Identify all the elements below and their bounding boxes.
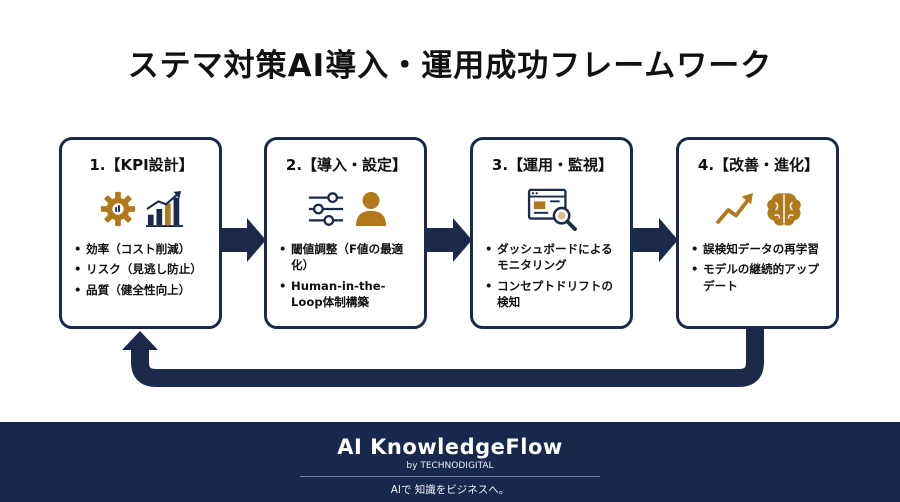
step-card-monitoring: 3.【運用・監視】 ダッシュボードによるモニタリング コンセプトドリフトの検知 <box>470 137 633 329</box>
step-title: 4.【改善・進化】 <box>697 156 820 174</box>
step-icons <box>485 183 620 235</box>
step-icons <box>691 183 826 235</box>
arrow-2-to-3 <box>427 218 472 262</box>
person-icon <box>355 192 386 226</box>
trend-arrow-icon <box>715 192 753 225</box>
footer-banner: AI KnowledgeFlow by TECHNODIGITAL AIで 知識… <box>0 422 900 502</box>
bullet-item: リスク（見逃し防止） <box>74 261 209 278</box>
step-icons <box>74 183 209 235</box>
step-card-kpi: 1.【KPI設計】 <box>59 137 222 329</box>
dashboard-magnifier-icon <box>527 188 577 231</box>
step-bullets: 誤検知データの再学習 モデルの継続的アップデート <box>691 241 826 294</box>
bullet-item: 誤検知データの再学習 <box>691 241 826 258</box>
feedback-loop-arrow <box>131 327 764 387</box>
bullet-item: ダッシュボードによるモニタリング <box>485 241 620 274</box>
step-title: 1.【KPI設計】 <box>89 156 194 174</box>
bullet-item: 効率（コスト削減） <box>74 241 209 258</box>
brand-tagline: AIで 知識をビジネスへ。 <box>390 484 510 496</box>
step-bullets: 効率（コスト削減） リスク（見逃し防止） 品質（健全性向上） <box>74 241 209 299</box>
bullet-item: 品質（健全性向上） <box>74 282 209 299</box>
brain-icon <box>766 193 801 226</box>
flow-arrows <box>122 218 764 387</box>
step-card-improvement: 4.【改善・進化】 誤検知データの再学習 モデルの継続的アップデート <box>676 137 839 329</box>
bar-chart-icon <box>145 190 183 228</box>
step-card-setup: 2.【導入・設定】 閾値調整（F値の最適化） Human-in-the-Loop… <box>264 137 427 329</box>
footer-divider <box>300 476 600 477</box>
brand-name: AI KnowledgeFlow <box>337 435 563 459</box>
bullet-item: モデルの継続的アップデート <box>691 261 826 294</box>
bullet-item: 閾値調整（F値の最適化） <box>279 241 414 274</box>
step-icons <box>279 183 414 235</box>
page-title: ステマ対策AI導入・運用成功フレームワーク <box>127 48 773 84</box>
brand-byline: by TECHNODIGITAL <box>406 461 494 471</box>
arrow-3-to-4 <box>633 218 678 262</box>
step-title: 2.【導入・設定】 <box>285 156 408 174</box>
bullet-item: Human-in-the-Loop体制構築 <box>279 278 414 311</box>
arrow-1-to-2 <box>221 218 266 262</box>
step-title: 3.【運用・監視】 <box>491 156 614 174</box>
step-bullets: ダッシュボードによるモニタリング コンセプトドリフトの検知 <box>485 241 620 311</box>
sliders-icon <box>308 192 343 226</box>
gear-icon <box>100 191 135 227</box>
feedback-arrowhead <box>122 331 158 350</box>
step-bullets: 閾値調整（F値の最適化） Human-in-the-Loop体制構築 <box>279 241 414 311</box>
bullet-item: コンセプトドリフトの検知 <box>485 278 620 311</box>
